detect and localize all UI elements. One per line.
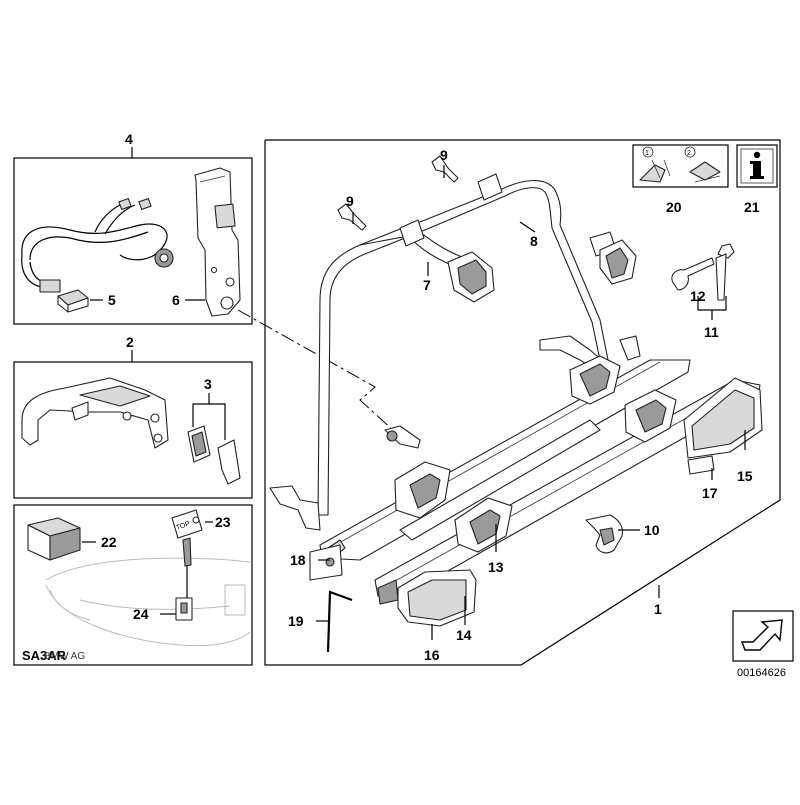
info-icon xyxy=(736,144,778,188)
bolt-12 xyxy=(671,257,715,291)
allen-key-19 xyxy=(326,590,353,653)
wheel-holder-c xyxy=(569,355,621,405)
callout-2: 2 xyxy=(126,334,134,350)
key-tag-text: TOP xyxy=(175,520,191,532)
wheel-holder-d xyxy=(624,389,677,443)
callout-22: 22 xyxy=(101,534,117,550)
diagram-code: SA3AR xyxy=(22,648,67,663)
callout-21: 21 xyxy=(744,199,760,215)
callout-20: 20 xyxy=(666,199,682,215)
callout-17: 17 xyxy=(702,485,718,501)
callout-13: 13 xyxy=(488,559,504,575)
control-unit-22 xyxy=(27,517,81,561)
callout-11: 11 xyxy=(704,324,719,340)
hook-left xyxy=(269,485,321,531)
callout-9-left: 9 xyxy=(346,193,354,209)
wheel-holder-a xyxy=(394,461,451,519)
clamp-7b xyxy=(477,173,503,201)
callout-5: 5 xyxy=(108,292,116,308)
rear-carrier-bracket xyxy=(21,377,169,449)
callout-14: 14 xyxy=(456,627,472,643)
callout-4: 4 xyxy=(125,131,133,147)
mounting-instruction-icon: 1 2 xyxy=(632,144,729,188)
callout-18: 18 xyxy=(290,552,306,568)
callout-19: 19 xyxy=(288,613,304,629)
callout-9-top: 9 xyxy=(440,147,448,163)
callout-23: 23 xyxy=(215,514,231,530)
svg-text:2: 2 xyxy=(687,150,691,157)
svg-text:1: 1 xyxy=(645,150,649,157)
screw-9b xyxy=(337,203,367,231)
image-number: 00164626 xyxy=(737,667,786,679)
box-lock-keys xyxy=(13,504,253,666)
key-code-tag-24 xyxy=(175,597,193,621)
callout-6: 6 xyxy=(172,292,180,308)
plug-socket-5 xyxy=(57,289,89,313)
box-rear-carrier xyxy=(13,361,253,499)
box-wiring-harness xyxy=(13,157,253,325)
mounting-bracket-6 xyxy=(194,167,241,317)
wheel-holder-13 xyxy=(454,497,513,553)
strap-10 xyxy=(585,514,624,554)
frame-holder-7 xyxy=(447,239,637,303)
callout-3: 3 xyxy=(204,376,212,392)
callout-12: 12 xyxy=(690,288,706,304)
callout-8: 8 xyxy=(530,233,538,249)
callout-15: 15 xyxy=(737,468,753,484)
screw-9a xyxy=(431,155,459,183)
plug-connector xyxy=(384,425,421,449)
rubber-pad-3a xyxy=(187,425,211,463)
tail-light-15 xyxy=(683,377,763,459)
wiring-harness xyxy=(21,197,174,293)
bumper-outline xyxy=(45,557,251,647)
key-23: TOP xyxy=(171,509,203,567)
callout-16: 16 xyxy=(424,647,440,663)
rail-mid xyxy=(399,419,601,541)
tail-light-14 xyxy=(377,569,477,627)
callout-7: 7 xyxy=(423,277,431,293)
callout-10: 10 xyxy=(644,522,660,538)
callout-1: 1 xyxy=(654,601,662,617)
cross-bar-18 xyxy=(309,544,343,581)
callout-24: 24 xyxy=(133,606,149,622)
clamp-7a xyxy=(399,219,425,247)
diagram-code-overlay: BMW AG xyxy=(44,651,85,662)
rubber-pad-3b xyxy=(217,439,241,485)
main-assembly-outline xyxy=(264,139,781,666)
tail-light-arm-17 xyxy=(687,455,715,475)
direction-arrow-icon xyxy=(732,610,794,662)
bolt-11 xyxy=(715,243,735,301)
